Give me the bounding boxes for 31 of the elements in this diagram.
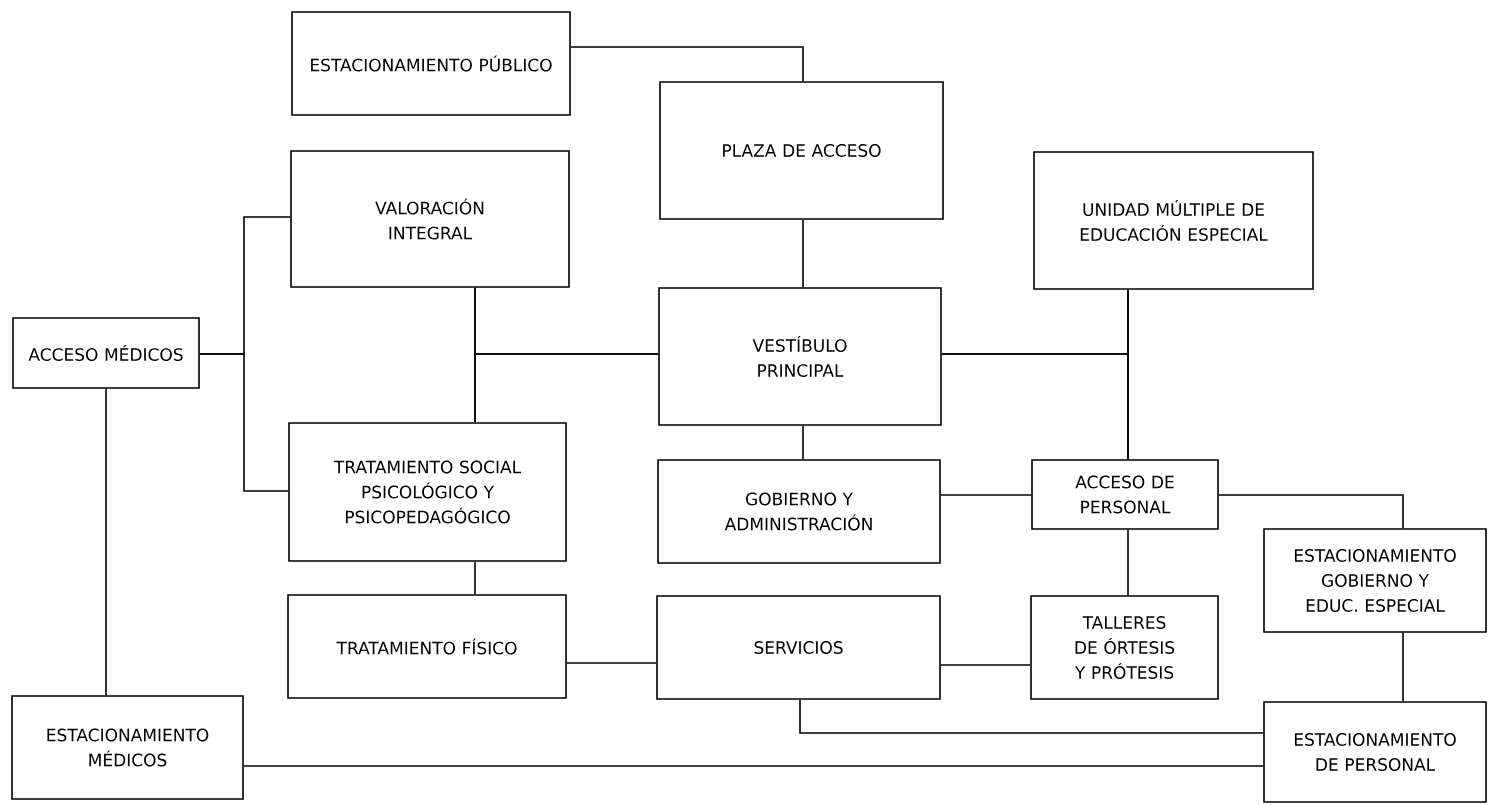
connector-line: [802, 425, 804, 460]
connector-line: [199, 353, 289, 492]
connector-line: [105, 388, 107, 696]
block-box: ESTACIONAMIENTO MÉDICOS: [11, 695, 244, 800]
block-box: TRATAMIENTO SOCIAL PSICOLÓGICO Y PSICOPEDAGÓGICO: [288, 422, 567, 562]
connector-line: [243, 765, 1264, 767]
connector-line: [1402, 632, 1404, 702]
connector-line: [1127, 289, 1129, 460]
connector-line: [570, 46, 804, 82]
block-box: GOBIERNO Y ADMINISTRACIÓN: [657, 459, 941, 564]
connector-line: [799, 699, 1264, 734]
connector-line: [940, 664, 1031, 666]
block-box: ESTACIONAMIENTO PÚBLICO: [291, 11, 571, 116]
connector-line: [1218, 494, 1404, 529]
connector-line: [474, 353, 659, 423]
connector-line: [474, 561, 476, 595]
block-box: ESTACIONAMIENTO DE PERSONAL: [1263, 701, 1487, 803]
block-box: TRATAMIENTO FÍSICO: [287, 594, 567, 699]
block-box: VALORACIÓN INTEGRAL: [290, 150, 570, 288]
block-box: ESTACIONAMIENTO GOBIERNO Y EDUC. ESPECIAL: [1263, 528, 1487, 633]
block-box: ACCESO DE PERSONAL: [1031, 459, 1219, 530]
connector-line: [940, 494, 1032, 496]
block-box: VESTÍBULO PRINCIPAL: [658, 287, 942, 426]
connector-line: [802, 219, 804, 288]
block-box: TALLERES DE ÓRTESIS Y PRÓTESIS: [1030, 595, 1219, 700]
block-box: UNIDAD MÚLTIPLE DE EDUCACIÓN ESPECIAL: [1033, 151, 1314, 290]
block-box: ACCESO MÉDICOS: [12, 317, 200, 389]
block-box: SERVICIOS: [656, 595, 941, 700]
block-box: PLAZA DE ACCESO: [659, 81, 944, 220]
connector-line: [1127, 529, 1129, 596]
connector-line: [566, 662, 657, 664]
